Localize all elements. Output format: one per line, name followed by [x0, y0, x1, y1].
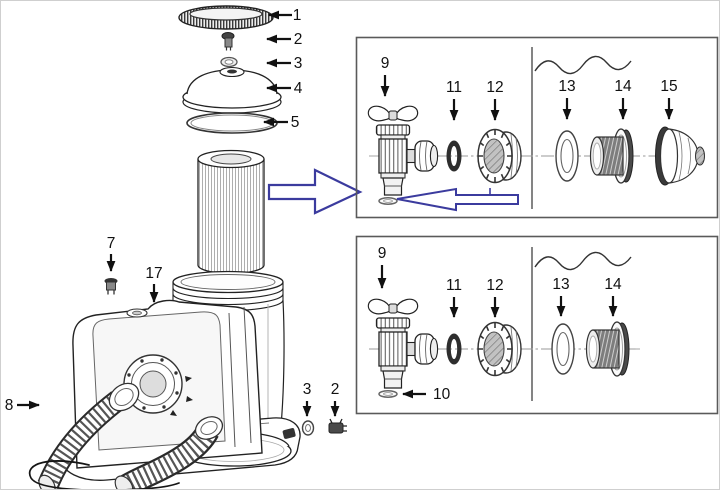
- tank-body: [172, 270, 285, 427]
- label-part-5: 5: [263, 114, 300, 131]
- wall-fitting-part14: [589, 128, 634, 184]
- svg-text:9: 9: [381, 55, 390, 72]
- wall-fitting-part14: [585, 321, 630, 377]
- label-part-3-bottom: 3: [302, 381, 312, 417]
- svg-text:12: 12: [486, 277, 503, 294]
- panel-top-border: [355, 36, 719, 219]
- label-part-2-bottom: 2: [330, 381, 340, 417]
- svg-text:4: 4: [294, 80, 303, 97]
- svg-text:3: 3: [294, 55, 303, 72]
- washer-part3: [220, 56, 238, 68]
- pool-wall-wave: [534, 55, 632, 75]
- oring-part11: [446, 140, 462, 172]
- power-cord: [28, 460, 180, 489]
- svg-text:7: 7: [107, 235, 116, 252]
- callout-labels-left: 1 2 3 4 5 7 17 8: [5, 7, 340, 417]
- cover-oring-part5: [186, 112, 278, 134]
- svg-text:13: 13: [558, 78, 575, 95]
- svg-text:3: 3: [303, 381, 312, 398]
- svg-text:14: 14: [614, 78, 632, 95]
- panel-bottom-border: [355, 235, 719, 415]
- svg-text:1: 1: [293, 7, 302, 24]
- flow-arrow-marks: [170, 376, 193, 416]
- label-part-1: 1: [268, 7, 302, 24]
- union-nut-part12: [477, 321, 522, 377]
- hose-second: [114, 416, 224, 489]
- label-part-10: 10: [402, 386, 451, 403]
- label-part-2: 2: [266, 31, 303, 48]
- label-part-13-top: 13: [558, 78, 576, 120]
- air-release-valve-part2-bottom: [328, 418, 347, 434]
- blue-arrow-main: [267, 168, 363, 215]
- label-part-14-bottom: 14: [604, 276, 622, 317]
- label-part-9-bottom: 9: [377, 245, 387, 289]
- lid-ring-part1: [178, 5, 274, 30]
- pool-wall-wave: [534, 251, 632, 271]
- label-part-11-bottom: 11: [446, 277, 462, 318]
- tank-cover-part4: [182, 66, 282, 114]
- label-part-14-top: 14: [614, 78, 632, 120]
- label-part-15-top: 15: [660, 78, 678, 120]
- union-nut-part12: [477, 128, 522, 184]
- plunger-valve-part9: [367, 105, 439, 205]
- label-part-12-bottom: 12: [486, 277, 504, 318]
- wall-washer-part13: [551, 323, 575, 375]
- svg-text:15: 15: [660, 78, 677, 95]
- svg-text:13: 13: [552, 276, 569, 293]
- label-part-3: 3: [266, 55, 303, 72]
- oring-part11: [446, 333, 462, 365]
- label-part-11-top: 11: [446, 79, 462, 121]
- label-part-12-top: 12: [486, 79, 504, 121]
- svg-text:17: 17: [145, 265, 162, 282]
- strainer-part15: [654, 126, 706, 186]
- svg-text:10: 10: [433, 386, 451, 403]
- svg-text:8: 8: [5, 397, 14, 414]
- air-release-valve-part2: [221, 32, 235, 51]
- label-part-17: 17: [145, 265, 163, 303]
- label-part-9-top: 9: [380, 55, 390, 97]
- label-part-13-bottom: 13: [552, 276, 570, 317]
- label-part-7: 7: [106, 235, 116, 272]
- panel-top: 9 11 12 13 14 15: [355, 36, 719, 219]
- svg-text:11: 11: [446, 277, 462, 294]
- svg-text:2: 2: [331, 381, 340, 398]
- wall-washer-part13: [555, 130, 579, 182]
- hose-part8: [37, 382, 140, 489]
- washer-part3-bottom: [301, 420, 315, 436]
- plunger-valve-part9: [367, 298, 439, 398]
- blue-arrow-oring-pointer: [396, 187, 519, 212]
- pump-bolt-dots: [127, 358, 179, 410]
- label-part-8: 8: [5, 397, 40, 414]
- exploded-view-left: [28, 5, 347, 489]
- motor-housing-part17: [72, 299, 263, 469]
- label-part-4: 4: [266, 80, 303, 97]
- svg-text:11: 11: [446, 79, 462, 96]
- svg-text:9: 9: [378, 245, 387, 262]
- svg-text:12: 12: [486, 79, 503, 96]
- panel-bottom: 9 11 12 13 14 10: [355, 235, 719, 415]
- svg-text:5: 5: [291, 114, 300, 131]
- pump-air-valve-part7: [104, 278, 118, 295]
- svg-text:2: 2: [294, 31, 303, 48]
- svg-text:14: 14: [604, 276, 622, 293]
- filter-cartridge: [197, 149, 265, 275]
